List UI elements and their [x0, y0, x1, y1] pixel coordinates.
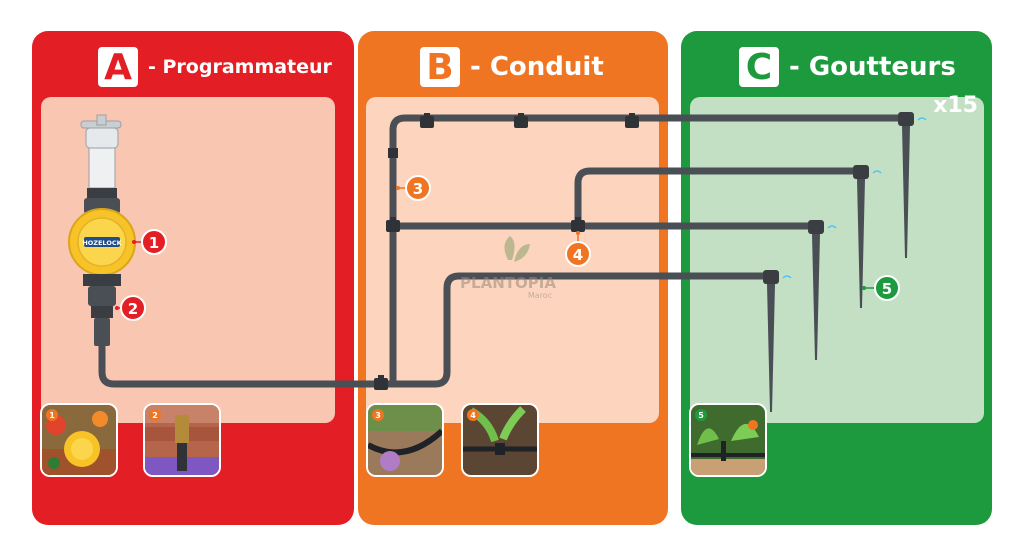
dripper-icons: [763, 112, 927, 412]
thumbnail-connector-photo: 2: [143, 403, 221, 477]
watermark-brand: PLANTOPIA: [460, 274, 556, 292]
panel-c-letter: C: [739, 47, 779, 88]
thumbnail-5-badge: 5: [698, 411, 704, 420]
callout-2-label: 2: [128, 300, 138, 318]
panel-c-title: - Goutteurs: [789, 52, 956, 82]
panel-c-quantity: x15: [933, 93, 978, 118]
thumbnail-tee-photo: 4: [461, 403, 539, 477]
thumbnail-tubing-photo: 3: [366, 403, 444, 477]
faucet-icon: [80, 114, 122, 214]
hose-connector-icon: [88, 286, 116, 346]
callout-4: 4: [565, 231, 591, 267]
panel-b-letter: B: [420, 47, 460, 88]
panel-a-title: - Programmateur: [148, 56, 332, 78]
timer-icon: HOZELOCK: [68, 208, 136, 286]
plantopia-watermark: PLANTOPIA Maroc: [460, 236, 556, 300]
panel-b-title: - Conduit: [470, 52, 604, 82]
dripper-icon: [853, 165, 882, 308]
callout-4-label: 4: [573, 246, 583, 264]
tee-photo-illustration: 4: [463, 405, 537, 475]
timer-photo-illustration: 1: [42, 405, 116, 475]
callout-5-label: 5: [882, 280, 892, 298]
callout-1-label: 1: [149, 234, 159, 252]
callout-1: 1: [132, 229, 167, 255]
panel-b-diagram-area: [366, 97, 659, 423]
panel-c-header: C - Goutteurs: [681, 45, 992, 89]
distribution-line-branch: [574, 167, 860, 226]
panel-a-header: A - Programmateur: [32, 45, 354, 89]
dripper-icon: [898, 112, 927, 258]
panel-c-diagram-area: [690, 97, 984, 423]
thumbnail-dripper-photo: 5: [689, 403, 767, 477]
callout-3: 3: [396, 175, 431, 201]
thumbnail-4-badge: 4: [470, 411, 476, 420]
main-supply-pipe: [98, 272, 774, 388]
panel-a-letter: A: [98, 47, 138, 88]
callout-3-label: 3: [413, 180, 423, 198]
connector-photo-illustration: 2: [145, 405, 219, 475]
thumbnail-1-badge: 1: [49, 411, 55, 420]
dripper-photo-illustration: 5: [691, 405, 765, 475]
callout-5: 5: [862, 275, 900, 301]
dripper-icon: [763, 270, 792, 412]
pipe-fittings: [374, 113, 639, 390]
thumbnail-2-badge: 2: [152, 411, 158, 420]
timer-brand-label: HOZELOCK: [82, 239, 122, 247]
thumbnail-3-badge: 3: [375, 411, 381, 420]
dripper-icon: [808, 220, 837, 360]
distribution-line-top: [389, 114, 905, 384]
panel-b-header: B - Conduit: [358, 45, 668, 89]
elbow-fitting: [388, 148, 398, 158]
callout-2: 2: [115, 295, 146, 321]
watermark-sub: Maroc: [528, 291, 552, 300]
thumbnail-timer-photo: 1: [40, 403, 118, 477]
tubing-photo-illustration: 3: [368, 405, 442, 475]
